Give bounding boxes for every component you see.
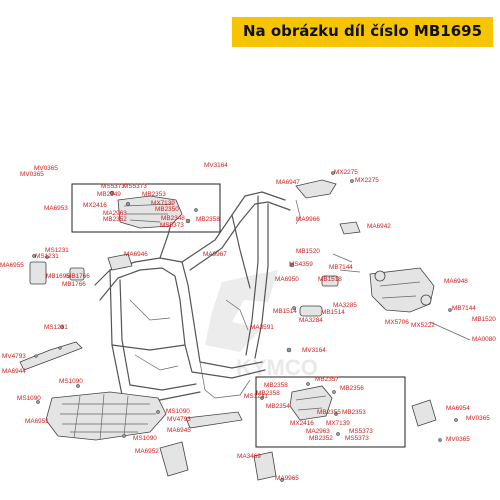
part-number-banner: Na obrázku díl číslo MB1695	[232, 17, 493, 47]
part-label-mb1766-a: MB1766	[66, 273, 90, 280]
part-label-mb1514-b: MB1514	[321, 309, 345, 316]
part-label-ma3469: MA3469	[237, 453, 261, 460]
part-label-ms1231-d: MS1231	[244, 393, 268, 400]
part-label-mb2356: MB2356	[340, 385, 364, 392]
part-label-mb2352-b: MB2352	[309, 435, 333, 442]
part-label-mv0365-a: MV0365	[34, 165, 58, 172]
part-label-mb2358-a: MB2358	[196, 216, 220, 223]
part-label-ma3284: MA3284	[299, 317, 323, 324]
part-label-ma6950: MA6950	[275, 276, 299, 283]
part-label-ma9966: MA9966	[296, 216, 320, 223]
part-label-mv0365-b: MV0365	[20, 171, 44, 178]
part-label-mb2358-c: MB2358	[256, 390, 280, 397]
part-label-ma2963-b: MA2963	[306, 428, 330, 435]
part-label-ma6953: MA6953	[44, 205, 68, 212]
part-label-ms4359: MS4359	[289, 261, 313, 268]
part-label-ms1090-c: MS1090	[166, 408, 190, 415]
part-label-mb1518: MB1518	[318, 276, 342, 283]
scooter-frame	[94, 191, 291, 401]
watermark-text: KYMCO	[236, 355, 318, 380]
part-label-ma3591: MA3591	[250, 324, 274, 331]
part-label-mv3164-a: MV3164	[204, 162, 228, 169]
part-label-mb1520-a: MB1520	[296, 248, 320, 255]
part-label-mb1520-b: MB1520	[472, 316, 496, 323]
part-label-ma6948: MA6948	[444, 278, 468, 285]
part-label-mb1766-b: MB1766	[62, 281, 86, 288]
part-label-ma2963-a: MA2963	[103, 210, 127, 217]
part-label-ma6945: MA6945	[167, 427, 191, 434]
part-label-mb2352-a: MB2352	[103, 216, 127, 223]
part-label-ms5373-d: MS5373	[349, 428, 373, 435]
part-label-ms1231-c: MS1231	[44, 324, 68, 331]
part-label-mx2416-b: MX2416	[290, 420, 314, 427]
part-label-mx7139-a: MX7139	[151, 200, 175, 207]
part-label-ma9967: MA9967	[203, 251, 227, 258]
part-label-mx2275-a: MX2275	[334, 169, 358, 176]
part-label-mx5222: MX5222	[411, 322, 435, 329]
part-label-mb2350: MB2350	[155, 206, 179, 213]
part-labels: MV0365MV0365MV3164MX2275MX2275MA6947MS53…	[0, 162, 496, 482]
part-label-ms5373-b: MS5373	[123, 183, 147, 190]
part-label-mb2355: MB2355	[317, 409, 341, 416]
kymco-watermark: KYMCO	[205, 270, 318, 380]
part-label-mv0365-c: MV0365	[466, 415, 490, 422]
part-label-ms5373-c: MS5373	[160, 222, 184, 229]
part-label-mv0365-d: MV0365	[446, 436, 470, 443]
part-label-mx2275-b: MX2275	[355, 177, 379, 184]
part-label-ms1231-b: MS1231	[35, 253, 59, 260]
engine-hanger-assembly	[286, 253, 471, 442]
part-label-ma6955: MA6955	[0, 262, 24, 269]
part-label-mb2348: MB2348	[161, 215, 185, 222]
part-label-mb2357: MB2357	[315, 376, 339, 383]
part-label-mb2358-b: MB2358	[264, 382, 288, 389]
part-label-mv4793-a: MV4793	[2, 353, 26, 360]
part-label-mb1695: MB1695	[46, 273, 70, 280]
banner-title: Na obrázku díl číslo MB1695	[242, 22, 483, 40]
left-mount-parts	[19, 253, 133, 371]
floor-tray	[36, 384, 167, 441]
rear-top-bracket	[295, 171, 361, 235]
lower-bracket-assembly	[289, 382, 340, 436]
part-label-mv4793-b: MV4793	[167, 416, 191, 423]
part-label-mb2353-a: MB2353	[142, 191, 166, 198]
part-label-ma6954: MA6954	[446, 405, 470, 412]
part-label-mv3164-b: MV3164	[302, 347, 326, 354]
part-label-ma9965: MA9965	[275, 475, 299, 482]
part-label-mx5706: MX5706	[385, 319, 409, 326]
detail-box-bottom	[255, 376, 406, 448]
watermark-logo	[205, 270, 278, 352]
upper-bracket-assembly	[109, 190, 198, 229]
part-label-mb2354: MB2354	[266, 403, 290, 410]
part-label-ma6951: MA6951	[25, 418, 49, 425]
part-label-ms1090-b: MS1090	[17, 395, 41, 402]
part-label-ma6944: MA6944	[2, 368, 26, 375]
bottom-brackets	[159, 396, 284, 482]
part-label-mb7144-b: MB7144	[452, 305, 476, 312]
part-label-mb1514-a: MB1514	[273, 308, 297, 315]
part-label-mb2349: MB2349	[97, 191, 121, 198]
part-label-mx2416-a: MX2416	[83, 202, 107, 209]
part-label-mx7139-b: MX7139	[326, 420, 350, 427]
part-label-ma6946: MA6946	[124, 251, 148, 258]
part-label-mb7144-a: MB7144	[329, 264, 353, 271]
part-label-ma6947: MA6947	[276, 179, 300, 186]
part-label-ma0080: MA0080	[472, 336, 496, 343]
part-label-ms1090-d: MS1090	[133, 435, 157, 442]
part-label-ms1231-a: MS1231	[45, 247, 69, 254]
part-label-ma6942: MA6942	[367, 223, 391, 230]
part-label-ms5373-a: MS5373	[101, 183, 125, 190]
part-label-ms5373-e: MS5373	[345, 435, 369, 442]
detail-box-top	[71, 183, 221, 233]
part-label-ma6952: MA6952	[135, 448, 159, 455]
part-label-mb2353-b: MB2353	[342, 409, 366, 416]
part-label-ms1090-a: MS1090	[59, 378, 83, 385]
part-label-ma3285: MA3285	[333, 302, 357, 309]
